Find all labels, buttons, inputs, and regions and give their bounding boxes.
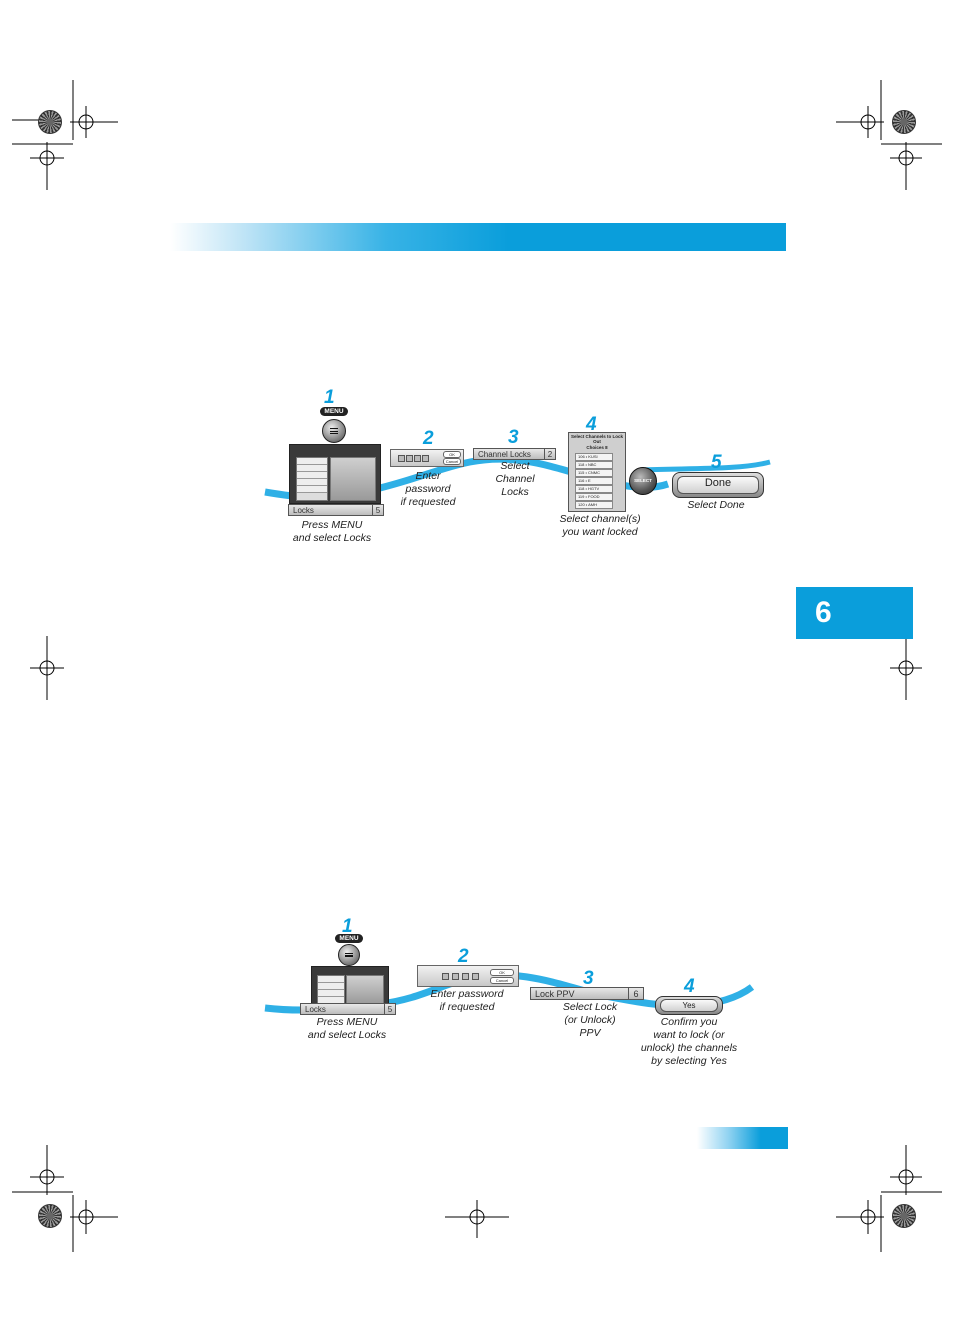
list-subtitle: Choices 8 [586,445,608,450]
step-2-number: 2 [458,946,469,967]
locks-label: Locks [305,1005,326,1014]
list-item: 116 • E [575,477,613,485]
select-remote-button-icon: SELECT [629,467,657,495]
list-item: 119 • FOOD [575,493,613,501]
list-item: 118 • NBC [575,461,613,469]
channel-locks-number: 2 [544,449,555,459]
locks-label: Locks [293,506,314,515]
step-1-number: 1 [324,387,335,408]
tv-menu-screen [311,966,389,1008]
lock-ppv-number: 6 [628,988,643,999]
menu-remote-button-icon [322,419,346,443]
yes-button: Yes [655,996,723,1015]
step-3-number: 3 [508,427,519,448]
page-number-bar [697,1127,788,1149]
channel-locks-label: Channel Locks [478,450,531,459]
channel-locks-label-bar: Channel Locks 2 [473,448,556,460]
list-item: 106 • KUSI [575,453,613,461]
list-item: 115 • CNMC [575,469,613,477]
step-1-caption: Press MENU and select Locks [292,519,372,544]
step-1-caption: Press MENU and select Locks [307,1016,387,1041]
locks-label-bar: Locks 5 [300,1003,396,1015]
lock-ppv-label: Lock PPV [535,989,575,999]
cancel-button: Cancel [490,977,514,984]
section-header-bar [170,223,786,251]
menu-button-label: MENU [335,934,363,943]
tv-menu-screen [289,444,381,504]
step-2-caption: Enter password if requested [430,988,504,1013]
done-label: Done [677,476,759,494]
step-4-caption: Confirm you want to lock (or unlock) the… [640,1016,738,1067]
password-entry-box: OK Cancel [390,449,464,467]
step-2-caption: Enter password if requested [400,470,456,508]
yes-label: Yes [660,999,718,1012]
step-3-caption: Select Lock (or Unlock) PPV [562,1001,618,1039]
list-item: 120 • AMH [575,501,613,509]
channel-select-list: Select Channels to Lock Out Choices 8 10… [568,432,626,512]
lock-ppv-label-bar: Lock PPV 6 [530,987,644,1000]
step-3-caption: Select Channel Locks [495,460,535,498]
password-entry-box: OK Cancel [417,965,519,987]
step-5-number: 5 [711,452,722,473]
step-2-number: 2 [423,428,434,449]
step-4-number: 4 [684,976,695,997]
step-4-caption: Select channel(s) you want locked [559,513,641,538]
menu-remote-button-icon [338,944,360,966]
step-5-caption: Select Done [687,499,745,511]
done-button: Done [672,472,764,498]
step-1-number: 1 [342,916,353,937]
menu-button-label: MENU [320,407,348,416]
registration-target-icon [38,110,62,134]
step-4-number: 4 [586,414,597,435]
ok-button: OK [490,969,514,976]
locks-number: 5 [372,505,383,515]
locks-label-bar: Locks 5 [288,504,384,516]
registration-target-icon [892,1204,916,1228]
list-title: Select Channels to Lock Out [570,434,623,444]
list-item: 118 • HGTV [575,485,613,493]
ok-button: OK [443,451,461,458]
registration-target-icon [38,1204,62,1228]
chapter-number: 6 [815,596,832,629]
step-3-number: 3 [583,968,594,989]
chapter-tab: 6 [796,587,913,639]
registration-target-icon [892,110,916,134]
locks-number: 5 [384,1004,395,1014]
cancel-button: Cancel [443,458,461,465]
